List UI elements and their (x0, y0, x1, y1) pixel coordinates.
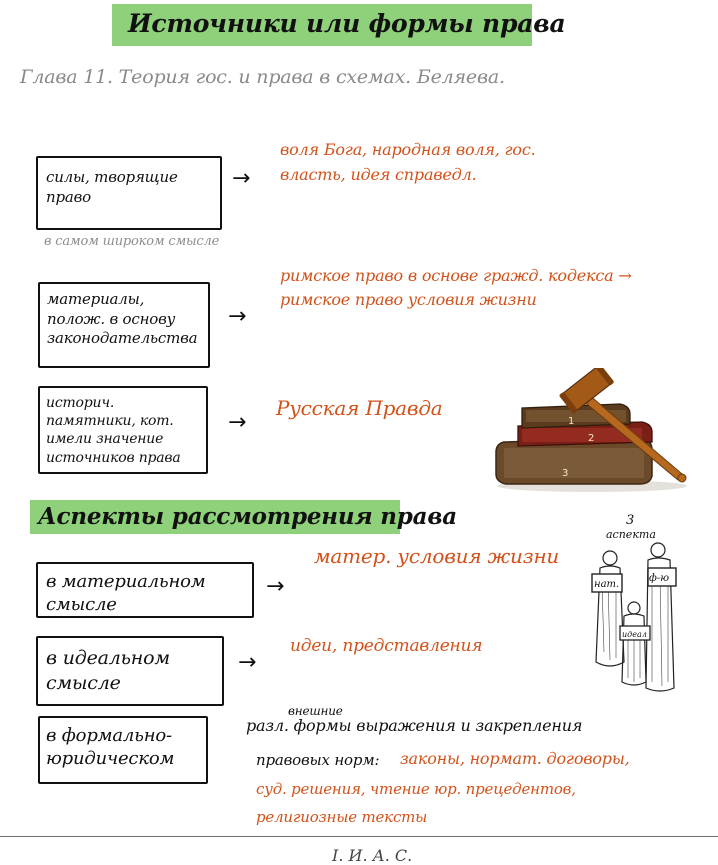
source-3-result: Русская Правда (276, 396, 443, 420)
source-3-arrow: → (228, 410, 247, 435)
aspect-box-2: в идеальном смысле (36, 636, 224, 706)
source-box-1: силы, творящие право (36, 156, 222, 230)
page-divider (0, 836, 718, 837)
aspect-box-1: в материальном смысле (36, 562, 254, 618)
source-box-2: материалы, полож. в основу законодательс… (38, 282, 210, 368)
aspect-box-3-label: в формально-юридическом (46, 725, 175, 770)
aspects-label: аспекта (606, 528, 656, 541)
page-subtitle: Глава 11. Теория гос. и права в схемах. … (20, 66, 505, 88)
aspect-3-line-2-black: правовых норм: (256, 751, 380, 769)
aspect-3-note: внешние (288, 704, 343, 718)
aspect-box-2-label: в идеальном смысле (46, 647, 170, 694)
title-highlight (112, 4, 532, 46)
aspect-3-line-3: суд. решения, чтение юр. прецедентов, (256, 780, 576, 798)
aspects-tag-fyu: ф-ю (649, 573, 669, 584)
book-number-2: 2 (588, 433, 594, 444)
aspect-box-1-label: в материальном смысле (46, 571, 206, 616)
aspects-tag-nat: нат. (594, 579, 619, 590)
aspect-2-arrow: → (238, 650, 257, 675)
source-box-3: историч. памятники, кот. имели значение … (38, 386, 208, 474)
aspect-1-result: матер. условия жизни (314, 544, 560, 568)
source-2-arrow: → (228, 304, 247, 329)
aspect-box-3: в формально-юридическом (38, 716, 208, 784)
source-box-1-label: силы, творящие право (46, 168, 178, 206)
aspect-1-arrow: → (266, 574, 285, 599)
source-box-3-label: историч. памятники, кот. имели значение … (46, 395, 181, 466)
section-2-highlight (30, 500, 400, 534)
source-box-2-label: материалы, полож. в основу законодательс… (47, 290, 198, 347)
aspect-3-line-1: разл. формы выражения и закрепления (246, 716, 583, 735)
aspect-2-result: идеи, представления (290, 636, 483, 656)
aspect-3-line-4: религиозные тексты (256, 808, 428, 826)
source-2-result: римское право в основе гражд. кодекса → … (280, 266, 632, 309)
aspects-tag-ideal: идеал (622, 630, 647, 639)
aspects-number: 3 (626, 513, 634, 528)
source-1-arrow: → (232, 166, 251, 191)
footer-text: I. И. А. С. (332, 846, 413, 865)
aspect-3-line-2-orange: законы, нормат. договоры, (400, 749, 630, 768)
source-1-note: в самом широком смысле (44, 234, 220, 249)
book-number-1: 1 (568, 416, 574, 427)
source-1-result: воля Бога, народная воля, гос. власть, и… (280, 140, 536, 184)
three-aspects-illustration: 3 аспекта нат. ф-ю идеал (591, 513, 677, 692)
gavel-books-illustration: 3 2 1 (495, 368, 687, 492)
page-title: Источники или формы права (128, 9, 566, 38)
book-number-3: 3 (562, 468, 568, 479)
section-2-title: Аспекты рассмотрения права (38, 503, 457, 530)
